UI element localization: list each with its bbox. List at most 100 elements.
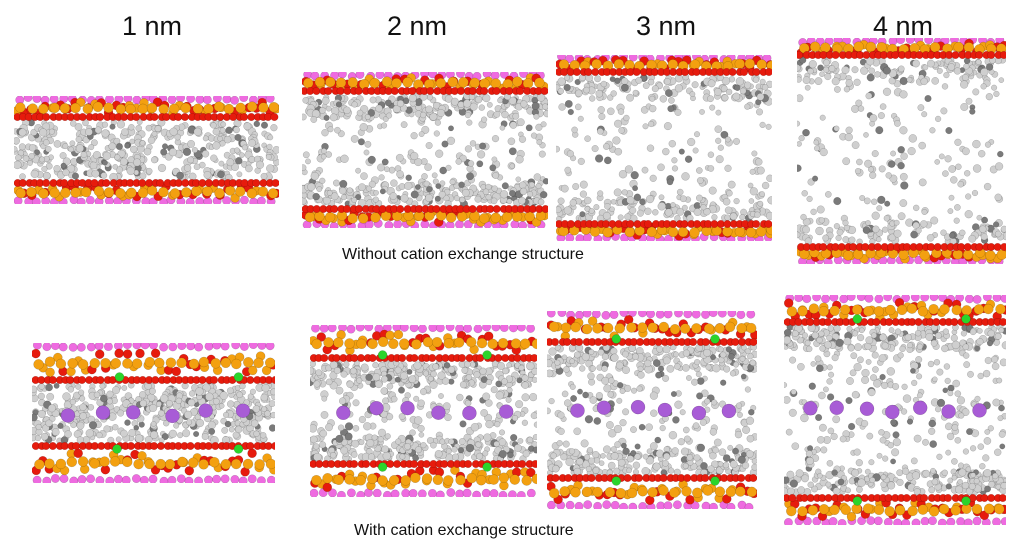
organic-atom: [92, 150, 102, 160]
organic-atom: [721, 76, 731, 86]
organic-atom: [681, 172, 690, 181]
organic-atom: [963, 170, 971, 177]
silicon-atom: [402, 77, 413, 88]
organic-atom: [735, 402, 743, 409]
organic-atom: [969, 108, 976, 115]
organic-atom: [677, 438, 685, 446]
organic-atom: [980, 67, 989, 77]
organic-atom: [842, 236, 850, 243]
silicon-atom: [658, 485, 669, 496]
organic-atom: [340, 438, 348, 446]
organic-atom: [456, 393, 464, 402]
hydrogen-atom: [31, 197, 41, 204]
organic-atom: [398, 386, 405, 394]
hydrogen-atom: [717, 311, 727, 318]
silicon-atom: [198, 459, 209, 470]
organic-atom: [717, 461, 724, 468]
organic-atom: [807, 67, 814, 75]
organic-atom: [343, 106, 351, 115]
silicon-atom: [534, 77, 545, 88]
organic-atom: [637, 365, 644, 372]
oxide-atom: [73, 448, 83, 459]
organic-atom: [863, 197, 871, 205]
organic-atom: [202, 383, 211, 392]
silicon-atom: [637, 485, 648, 497]
organic-atom: [670, 390, 677, 398]
organic-atom: [959, 229, 966, 237]
organic-atom: [462, 99, 472, 108]
organic-atom: [424, 193, 433, 202]
hydrogen-atom: [905, 38, 915, 44]
silicon-atom: [103, 102, 114, 113]
silicon-atom: [681, 486, 692, 497]
organic-atom: [400, 121, 408, 129]
panel-without-2nm: [302, 72, 548, 228]
organic-atom: [71, 172, 80, 180]
organic-atom: [34, 149, 41, 156]
hydrogen-atom: [382, 490, 392, 497]
organic-atom: [394, 366, 402, 374]
organic-atom: [662, 459, 669, 467]
organic-atom: [441, 140, 449, 148]
organic-atom: [632, 461, 641, 470]
organic-atom: [632, 185, 639, 192]
oxygen-atom: [468, 86, 477, 96]
label-1nm: 1 nm: [121, 11, 183, 41]
silicon-atom: [744, 58, 756, 69]
hydrogen-atom: [77, 475, 87, 483]
organic-atom: [485, 194, 492, 201]
organic-atom: [101, 121, 109, 128]
organic-atom: [724, 206, 733, 215]
organic-atom: [908, 134, 918, 143]
organic-atom: [736, 411, 743, 418]
organic-atom: [961, 147, 970, 156]
silicon-atom: [679, 323, 691, 334]
silicon-atom: [92, 101, 104, 113]
organic-atom: [360, 172, 368, 180]
oxygen-atom: [48, 375, 57, 385]
silicon-atom: [358, 213, 369, 224]
organic-atom: [579, 211, 586, 218]
organic-atom: [315, 369, 323, 377]
organic-atom: [360, 363, 369, 372]
organic-atom: [719, 351, 727, 359]
hydrogen-atom: [427, 488, 437, 497]
silicon-atom: [220, 357, 232, 369]
cation-atom: [198, 403, 213, 418]
organic-atom: [249, 388, 256, 395]
hydrogen-atom: [195, 96, 205, 104]
organic-atom: [695, 371, 702, 378]
organic-atom: [954, 138, 962, 146]
silicon-atom: [180, 187, 192, 198]
organic-atom: [672, 416, 680, 424]
organic-atom: [985, 93, 993, 101]
organic-atom: [893, 119, 901, 127]
hydrogen-atom: [32, 343, 42, 350]
silicon-atom: [919, 249, 930, 261]
organic-atom: [169, 127, 178, 136]
organic-atom: [851, 141, 860, 150]
oxygen-atom: [626, 219, 635, 229]
silicon-atom: [38, 103, 49, 115]
organic-atom: [723, 365, 731, 373]
organic-atom: [575, 89, 583, 98]
organic-atom: [182, 147, 192, 157]
organic-atom: [667, 105, 675, 113]
cation-atom: [462, 405, 477, 421]
oxygen-atom: [701, 473, 710, 483]
hydrogen-atom: [746, 311, 756, 319]
organic-atom: [586, 447, 594, 454]
silicon-atom: [165, 357, 177, 368]
organic-atom: [340, 370, 348, 378]
oxygen-atom: [41, 441, 51, 451]
organic-atom: [134, 434, 144, 443]
hydrogen-atom: [337, 72, 347, 79]
organic-atom: [78, 389, 85, 396]
silicon-atom: [67, 358, 78, 369]
organic-atom: [622, 408, 630, 416]
organic-atom: [899, 76, 908, 86]
organic-atom: [467, 160, 475, 167]
hydrogen-atom: [526, 488, 536, 497]
organic-atom: [265, 153, 272, 161]
hydrogen-atom: [462, 488, 472, 497]
